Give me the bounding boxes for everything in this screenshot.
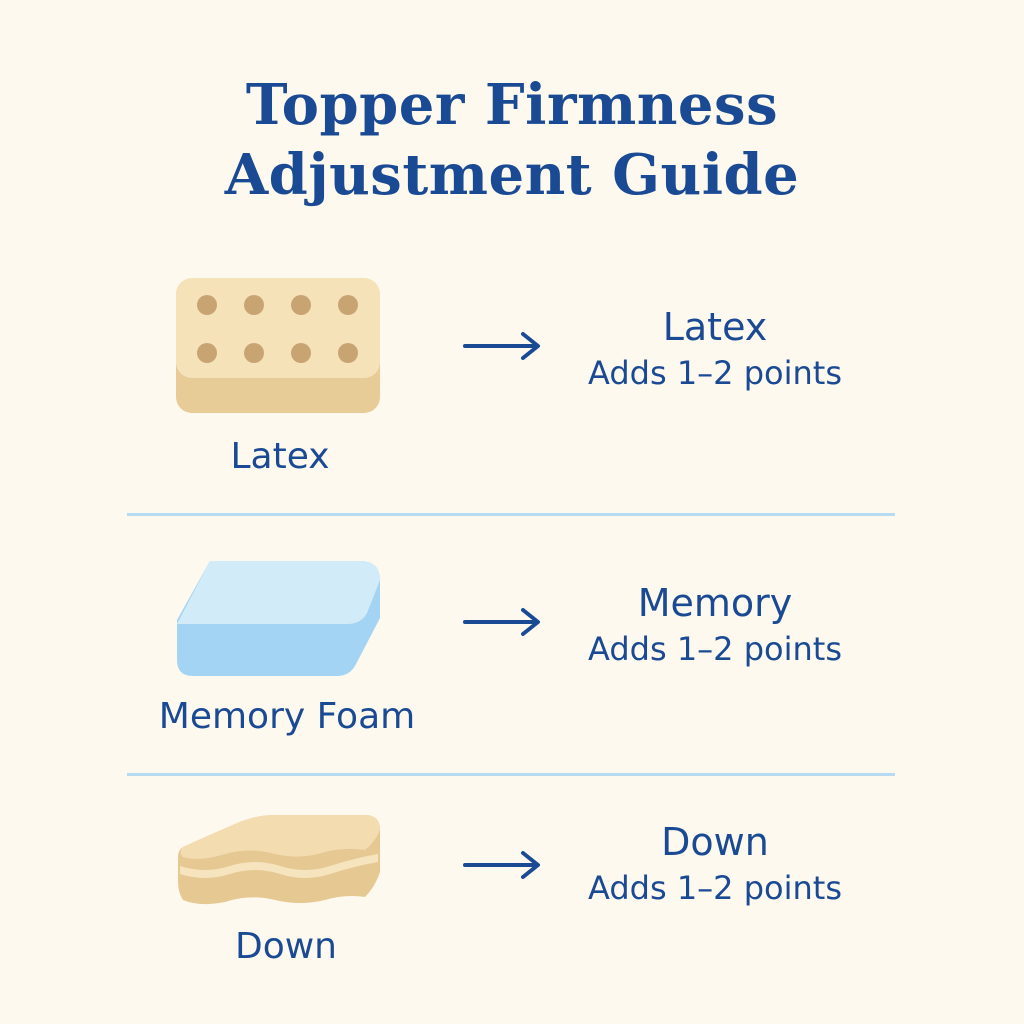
right-arrow-icon [463,608,540,636]
latex-topper-icon [176,278,380,413]
result-desc: Adds 1–2 points [588,354,842,392]
title-line-2: Adjustment Guide [224,142,800,208]
result-down: Down Adds 1–2 points [570,818,860,910]
result-name: Down [661,820,769,864]
right-arrow-icon [463,332,540,360]
result-name: Latex [662,305,768,349]
material-label-down: Down [234,926,337,967]
memory-foam-topper-icon [177,561,380,676]
result-memory: Memory Adds 1–2 points [570,579,860,671]
material-label-latex: Latex [230,436,330,477]
divider [127,513,895,516]
result-desc: Adds 1–2 points [588,630,842,668]
result-desc: Adds 1–2 points [588,869,842,907]
divider [127,773,895,776]
result-latex: Latex Adds 1–2 points [570,303,860,395]
down-topper-icon [178,815,380,905]
material-label-memory-foam: Memory Foam [158,696,416,737]
right-arrow-icon [463,851,540,879]
page-title: Topper Firmness Adjustment Guide [0,70,1024,210]
result-name: Memory [637,581,793,625]
title-line-1: Topper Firmness [245,72,779,138]
